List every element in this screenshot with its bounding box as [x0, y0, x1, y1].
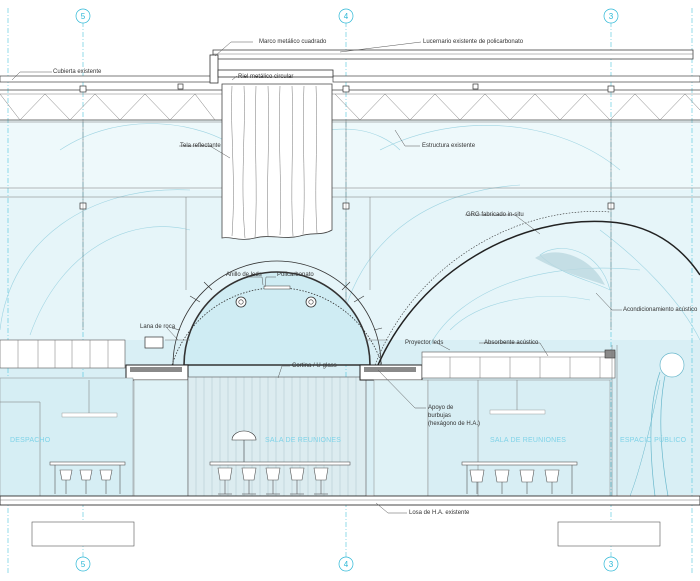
annotation-riel: Riel metálico circular [238, 74, 293, 80]
axis-label: 4 [344, 12, 349, 21]
room-label-despacho: DESPACHO [10, 437, 51, 444]
annotation-lucernario: Lucernario existente de policarbonato [423, 39, 524, 45]
upper-light-band [0, 120, 700, 190]
existing-roof [0, 49, 700, 123]
annotations: Marco metálico cuadrado Lucernario exist… [53, 39, 698, 516]
axis-bubble-4-top: 4 [338, 8, 354, 24]
right-room-furniture [461, 461, 578, 494]
office-furniture [49, 461, 126, 494]
axis-label: 3 [609, 560, 614, 569]
annotation-lana: Lana de roca [140, 324, 176, 330]
grg-vault [374, 211, 700, 366]
axis-bubble-5-top: 5 [75, 8, 91, 24]
annotation-losa: Losa de H.A. existente [409, 510, 470, 516]
annotation-tela: Tela reflectante [180, 143, 221, 149]
existing-truss [0, 83, 700, 330]
axis-label: 3 [609, 12, 614, 21]
annotation-anillo: Anillo de leds [226, 272, 262, 278]
annotation-cubierta: Cubierta existente [53, 69, 102, 75]
annotation-proyector: Proyector leds [405, 340, 443, 346]
annotation-apoyo-line1: Apoyo de [428, 405, 454, 411]
annotation-acondicionamiento: Acondicionamiento acústico [623, 307, 698, 313]
uglass-meeting-room [187, 376, 367, 497]
reflective-curtain [185, 83, 371, 290]
annotation-policarbonato: Policarbonato [277, 272, 314, 278]
annotation-marco: Marco metálico cuadrado [259, 39, 327, 45]
axis-label: 5 [81, 560, 86, 569]
central-bubble [165, 260, 388, 366]
axis-bubble-5-bottom: 5 [75, 556, 91, 572]
axis-label: 4 [344, 560, 349, 569]
annotation-apoyo-line2: burbujas [428, 413, 451, 419]
axis-label: 5 [81, 12, 86, 21]
axis-bubble-4-bottom: 4 [338, 556, 354, 572]
existing-slab [0, 495, 700, 547]
annotation-apoyo-line3: (hexágono de H.A.) [428, 421, 480, 427]
leader-lines [11, 41, 622, 514]
annotation-absorbente: Absorbente acústico [484, 340, 539, 346]
room-label-espacio-publico: ESPACIO PÚBLICO [620, 435, 687, 444]
public-space-lamp [629, 352, 685, 497]
room-labels: DESPACHO SALA DE REUNIONES SALA DE REUNI… [10, 435, 687, 444]
axis-bubble-3-top: 3 [603, 8, 619, 24]
annotation-cortina: Cortina / U-glass [292, 363, 337, 369]
annotation-estructura: Estructura existente [422, 143, 476, 149]
room-label-sala-derecha: SALA DE REUNIONES [490, 437, 566, 444]
right-meeting-room [359, 345, 618, 497]
annotation-grg: GRG fabricado in-situ [466, 212, 524, 218]
axis-bubble-3-bottom: 3 [603, 556, 619, 572]
room-label-sala-central: SALA DE REUNIONES [265, 437, 341, 444]
